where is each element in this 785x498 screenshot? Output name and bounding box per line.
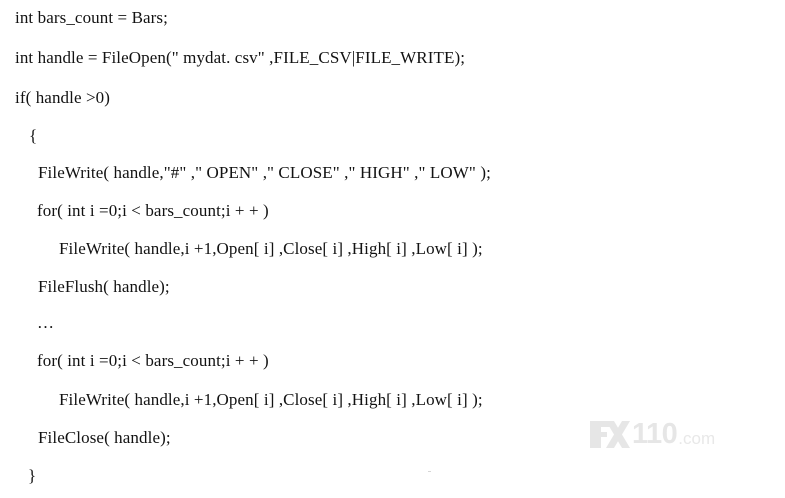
code-line-8: FileFlush( handle); [38,277,170,296]
code-line-7: FileWrite( handle,i +1,Open[ i] ,Close[ … [59,239,483,258]
code-line-1: int bars_count = Bars; [15,8,168,27]
watermark-domain: .com [678,429,716,448]
code-line-3: if( handle >0) [15,88,111,107]
watermark: 110 .com [590,418,716,450]
code-line-5: FileWrite( handle,"#" ," OPEN" ," CLOSE"… [38,163,491,182]
code-line-10: for( int i =0;i < bars_count;i + + ) [37,351,269,370]
code-line-4: { [29,126,38,145]
watermark-number: 110 [632,418,678,450]
code-line-9: … [37,313,55,332]
code-line-2: int handle = FileOpen(" mydat. csv" ,FIL… [15,48,466,67]
code-line-13: } [28,466,37,485]
code-line-6: for( int i =0;i < bars_count;i + + ) [37,201,269,220]
code-line-11: FileWrite( handle,i +1,Open[ i] ,Close[ … [59,390,483,409]
scan-speck [428,471,431,472]
fx-logo-icon [590,421,630,448]
code-line-12: FileClose( handle); [38,428,171,447]
